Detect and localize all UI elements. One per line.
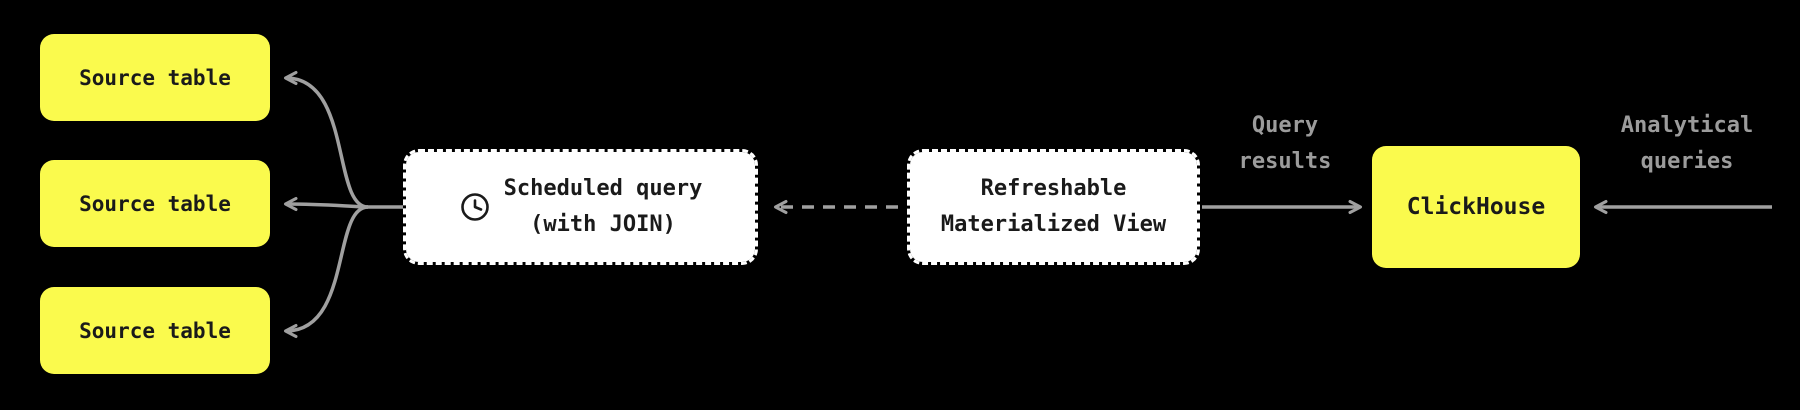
- query-results-line2: results: [1238, 149, 1332, 174]
- analytical-queries-line2: queries: [1640, 149, 1734, 174]
- clock-icon: [460, 193, 489, 221]
- node-clickhouse: ClickHouse: [1372, 146, 1580, 268]
- arrow-scheduled-to-source-2: [284, 197, 369, 212]
- query-results-label: Query results: [1190, 108, 1380, 180]
- clickhouse-label: ClickHouse: [1406, 194, 1546, 220]
- materialized-view-label: Refreshable Materialized View: [941, 171, 1166, 243]
- node-source-table-1: Source table: [40, 34, 270, 121]
- query-results-line1: Query: [1251, 113, 1319, 138]
- analytical-queries-label: Analytical queries: [1582, 108, 1792, 180]
- arrow-scheduled-to-source-3: [284, 205, 369, 338]
- source-table-1-label: Source table: [79, 65, 231, 90]
- node-refreshable-materialized-view: Refreshable Materialized View: [907, 149, 1200, 265]
- analytical-queries-line1: Analytical: [1620, 113, 1754, 138]
- node-scheduled-query: Scheduled query (with JOIN): [403, 149, 758, 265]
- scheduled-query-line1: Scheduled query: [503, 176, 703, 201]
- materialized-view-line1: Refreshable: [980, 176, 1127, 201]
- source-table-3-label: Source table: [79, 318, 231, 343]
- scheduled-query-label: Scheduled query (with JOIN): [504, 171, 703, 243]
- arrow-scheduled-to-source-1: [284, 71, 369, 209]
- scheduled-query-line2: (with JOIN): [530, 212, 676, 237]
- source-table-2-label: Source table: [79, 191, 231, 216]
- node-source-table-3: Source table: [40, 287, 270, 374]
- materialized-view-line2: Materialized View: [940, 212, 1167, 237]
- node-source-table-2: Source table: [40, 160, 270, 247]
